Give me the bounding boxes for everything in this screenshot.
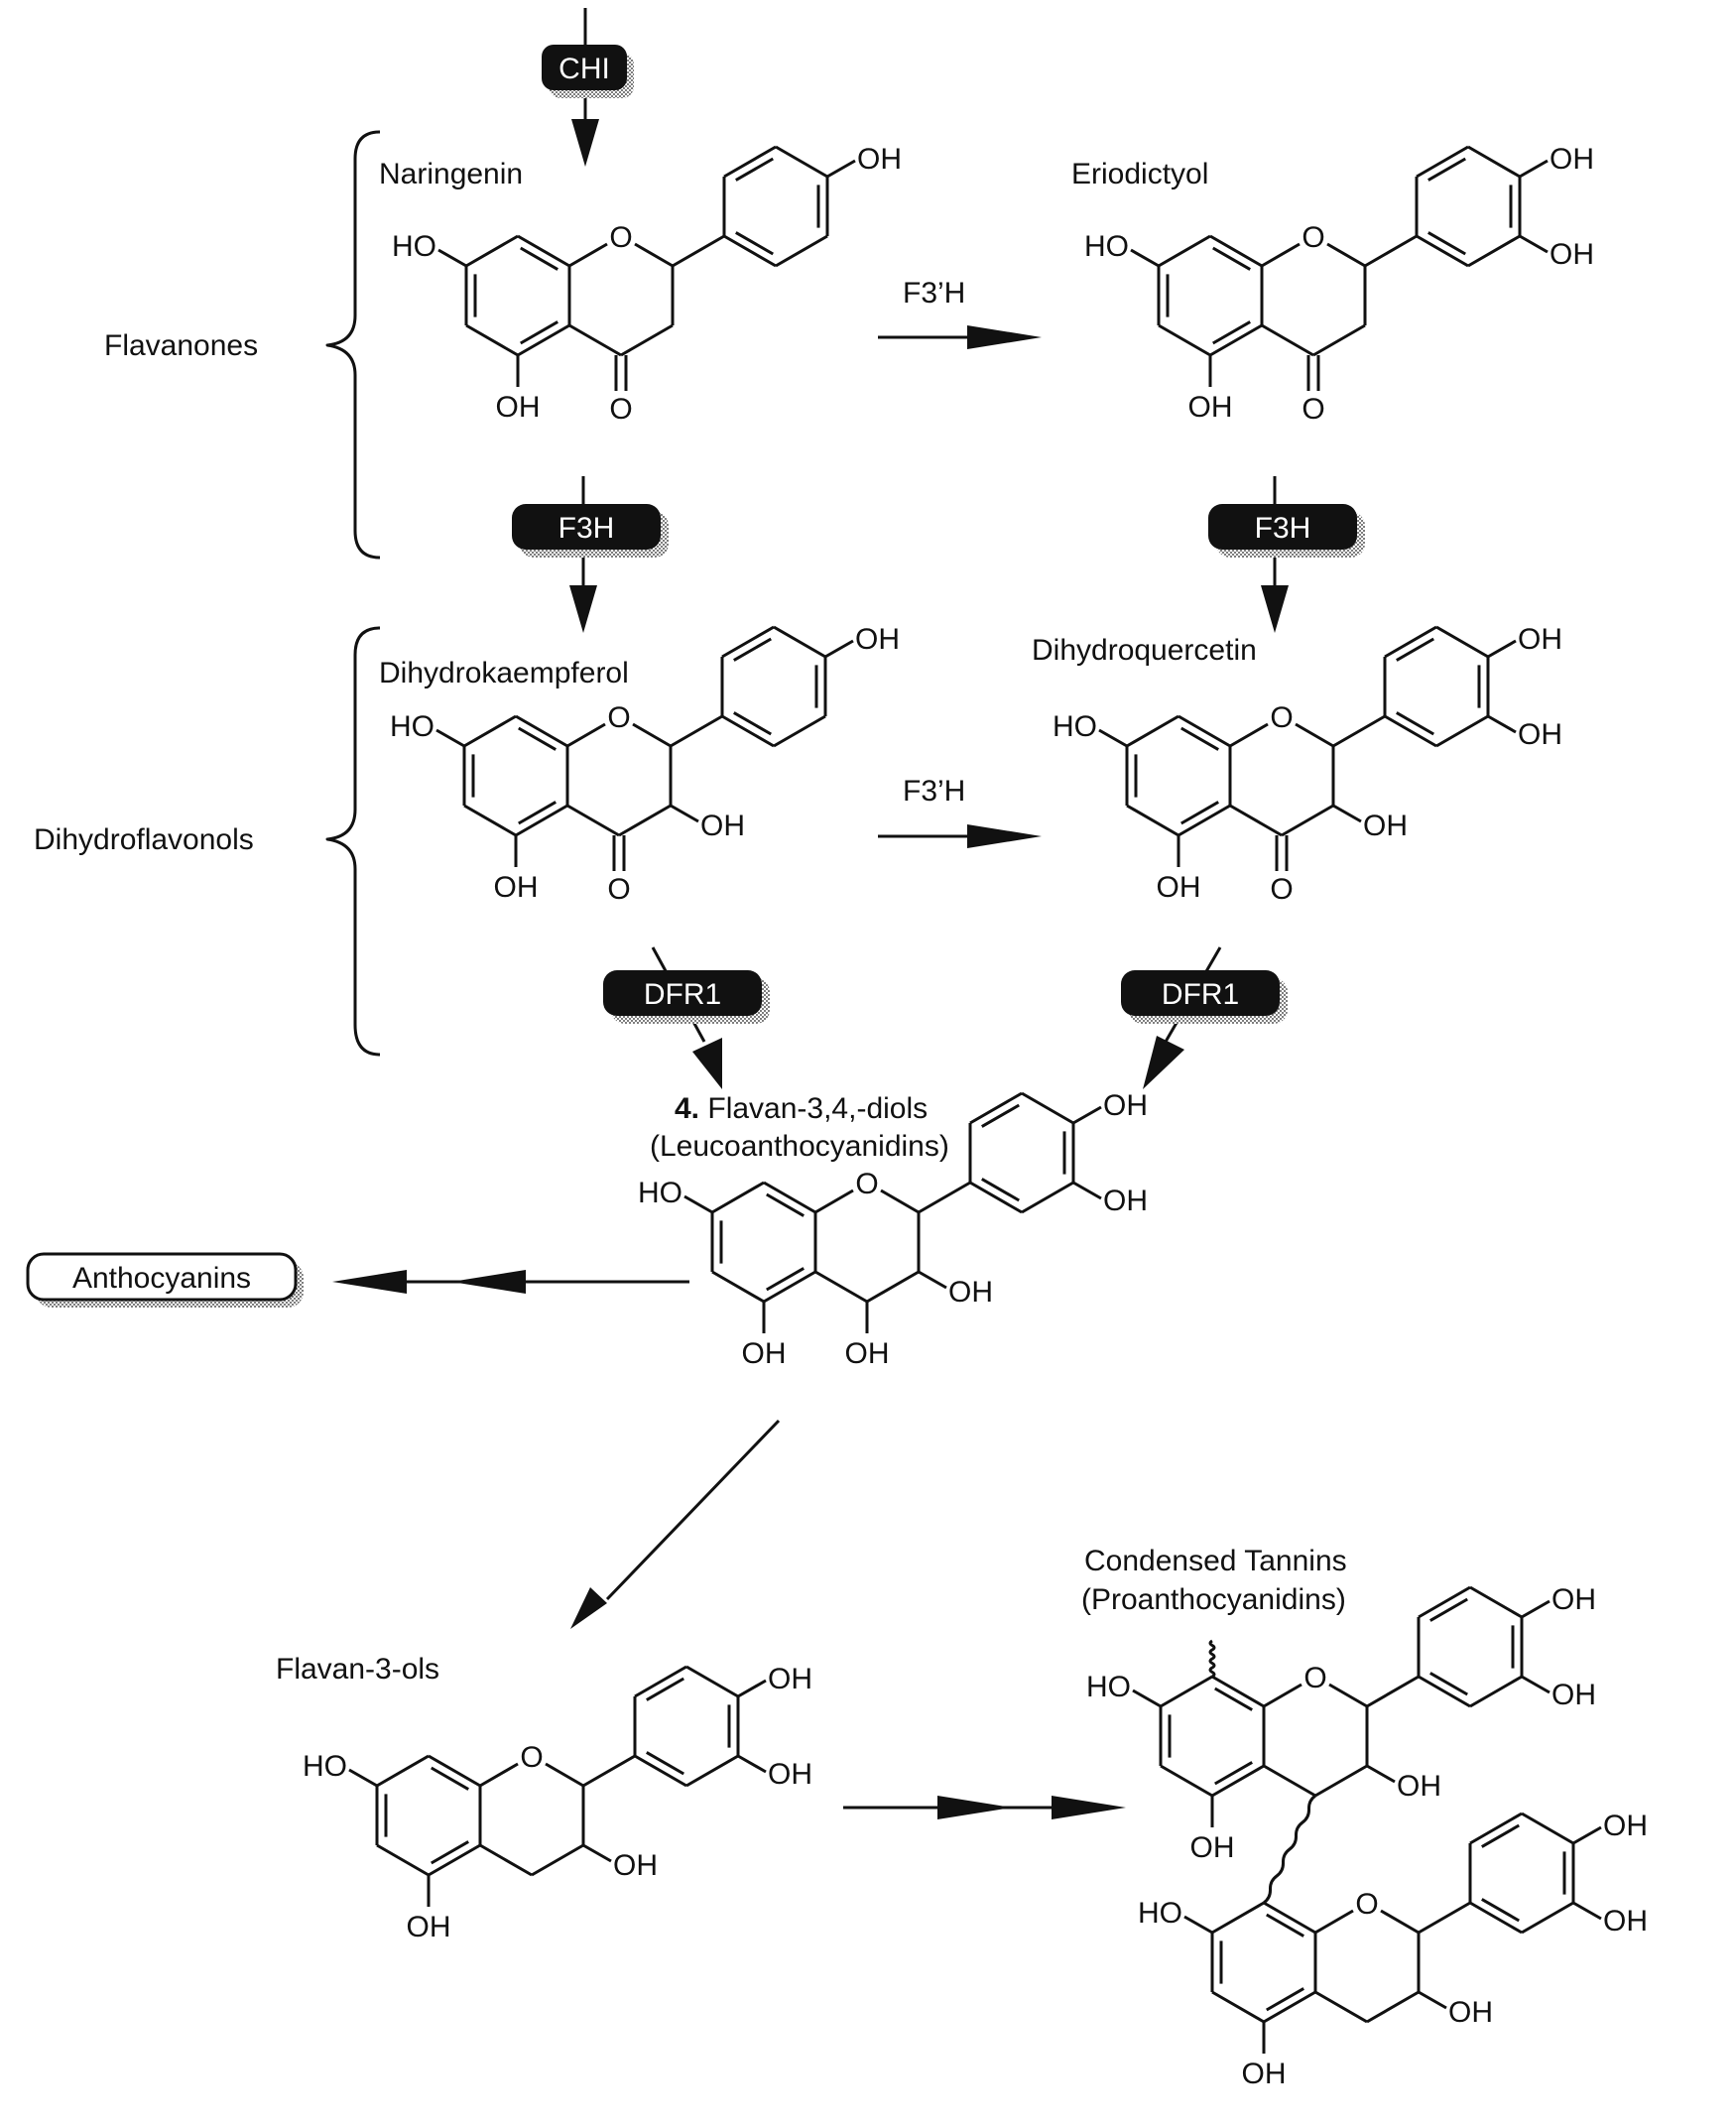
f3ph-top-label: F3’H [903, 277, 965, 310]
eriodictyol-label: Eriodictyol [1071, 158, 1208, 190]
dihydroflavonols-bracket [325, 626, 381, 1057]
ring-oxygen: O [1355, 1888, 1378, 1921]
to-flavan3ols-arrow [570, 1419, 781, 1629]
oh-label: OH [1242, 2058, 1287, 2090]
leucoanthocyanidin-structure: O OH OH HO OH OH OH [638, 1089, 1148, 1370]
ring-oxygen: O [855, 1168, 878, 1200]
oh-label: OH [857, 143, 902, 176]
f3ph-mid-arrow [878, 824, 1042, 848]
oh-label: OH [1550, 238, 1594, 271]
proanthocyanidins-label: (Proanthocyanidins) [1081, 1583, 1346, 1616]
oh-label: OH [613, 1849, 658, 1882]
dihydroquercetin-structure: O OH OH HO OH OH O [1053, 623, 1562, 906]
oh-label: OH [768, 1663, 812, 1695]
ring-oxygen: O [1270, 701, 1293, 734]
oh-label: OH [700, 810, 745, 842]
ketone-oxygen: O [607, 873, 630, 906]
ho-label: HO [1053, 710, 1097, 743]
leucoanthocyanidins-sublabel: (Leucoanthocyanidins) [650, 1130, 949, 1163]
oh-label: OH [742, 1337, 787, 1370]
flavanones-label: Flavanones [104, 329, 258, 362]
enzyme-f3h-right: F3H [1208, 504, 1365, 558]
oh-label: OH [1603, 1810, 1648, 1842]
oh-label: OH [1190, 1831, 1235, 1864]
svg-text:CHI: CHI [558, 53, 610, 85]
dihydrokaempferol-structure: O OH HO OH OH O [390, 623, 900, 906]
ho-label: HO [303, 1750, 347, 1783]
ho-label: HO [1086, 1671, 1131, 1703]
oh-label: OH [1603, 1905, 1648, 1938]
oh-label: OH [1550, 143, 1594, 176]
ketone-oxygen: O [1302, 393, 1324, 426]
f3ph-mid-label: F3’H [903, 775, 965, 808]
oh-label: OH [1551, 1583, 1596, 1616]
oh-label: OH [1518, 623, 1562, 656]
oh-label: OH [845, 1337, 890, 1370]
naringenin-structure: O OH HO OH O [392, 143, 902, 426]
svg-text:F3H: F3H [558, 512, 615, 545]
oh-label: OH [1157, 871, 1201, 904]
svg-text:Anthocyanins: Anthocyanins [72, 1262, 251, 1295]
oh-label: OH [1397, 1770, 1441, 1803]
ho-label: HO [638, 1177, 682, 1209]
ketone-oxygen: O [1270, 873, 1293, 906]
ring-oxygen: O [1302, 221, 1324, 254]
dihydrokaempferol-label: Dihydrokaempferol [379, 657, 629, 689]
enzyme-dfr-right: DFR1 [1121, 970, 1288, 1024]
oh-label: OH [1188, 391, 1233, 424]
enzyme-chi: CHI [542, 45, 634, 98]
dihydroquercetin-label: Dihydroquercetin [1032, 634, 1257, 667]
svg-text:F3H: F3H [1255, 512, 1311, 545]
ho-label: HO [1084, 230, 1129, 263]
ring-oxygen: O [607, 701, 630, 734]
oh-label: OH [855, 623, 900, 656]
oh-label: OH [407, 1911, 451, 1943]
ring-oxygen: O [1303, 1662, 1326, 1694]
flavan3ol-structure: O OH OH HO OH OH [303, 1663, 812, 1943]
dihydroflavonols-label: Dihydroflavonols [34, 823, 254, 856]
oh-label: OH [496, 391, 541, 424]
ring-oxygen: O [609, 221, 632, 254]
anthocyanins-box: Anthocyanins [26, 1252, 304, 1308]
oh-label: OH [1551, 1679, 1596, 1711]
ring-oxygen: O [520, 1741, 543, 1774]
to-anthocyanins-arrow [332, 1270, 689, 1294]
to-tannins-arrow [843, 1796, 1126, 1819]
naringenin-label: Naringenin [379, 158, 523, 190]
flavanones-bracket [325, 130, 381, 560]
oh-label: OH [494, 871, 539, 904]
oh-label: OH [1363, 810, 1408, 842]
oh-label: OH [948, 1276, 993, 1309]
oh-label: OH [1103, 1089, 1148, 1122]
enzyme-f3h-left: F3H [512, 504, 669, 558]
oh-label: OH [768, 1758, 812, 1791]
oh-label: OH [1518, 718, 1562, 751]
flavan3ols-label: Flavan-3-ols [276, 1653, 439, 1686]
ketone-oxygen: O [609, 393, 632, 426]
oh-label: OH [1448, 1996, 1493, 2029]
f3ph-top-arrow [878, 325, 1042, 349]
svg-text:DFR1: DFR1 [644, 978, 721, 1011]
condensed-tannins-label: Condensed Tannins [1084, 1545, 1347, 1577]
eriodictyol-structure: O OH OH HO OH O [1084, 143, 1594, 426]
leucoanthocyanidins-label: 4. Flavan-3,4,-diols [675, 1092, 928, 1125]
ho-label: HO [1138, 1897, 1182, 1930]
tannin-upper-unit: O OH OH HO OH OH [1086, 1583, 1596, 1864]
ho-label: HO [392, 230, 436, 263]
enzyme-dfr-left: DFR1 [603, 970, 770, 1024]
ho-label: HO [390, 710, 434, 743]
oh-label: OH [1103, 1185, 1148, 1217]
svg-text:DFR1: DFR1 [1162, 978, 1239, 1011]
interflavan-bonds [1208, 1639, 1316, 1905]
